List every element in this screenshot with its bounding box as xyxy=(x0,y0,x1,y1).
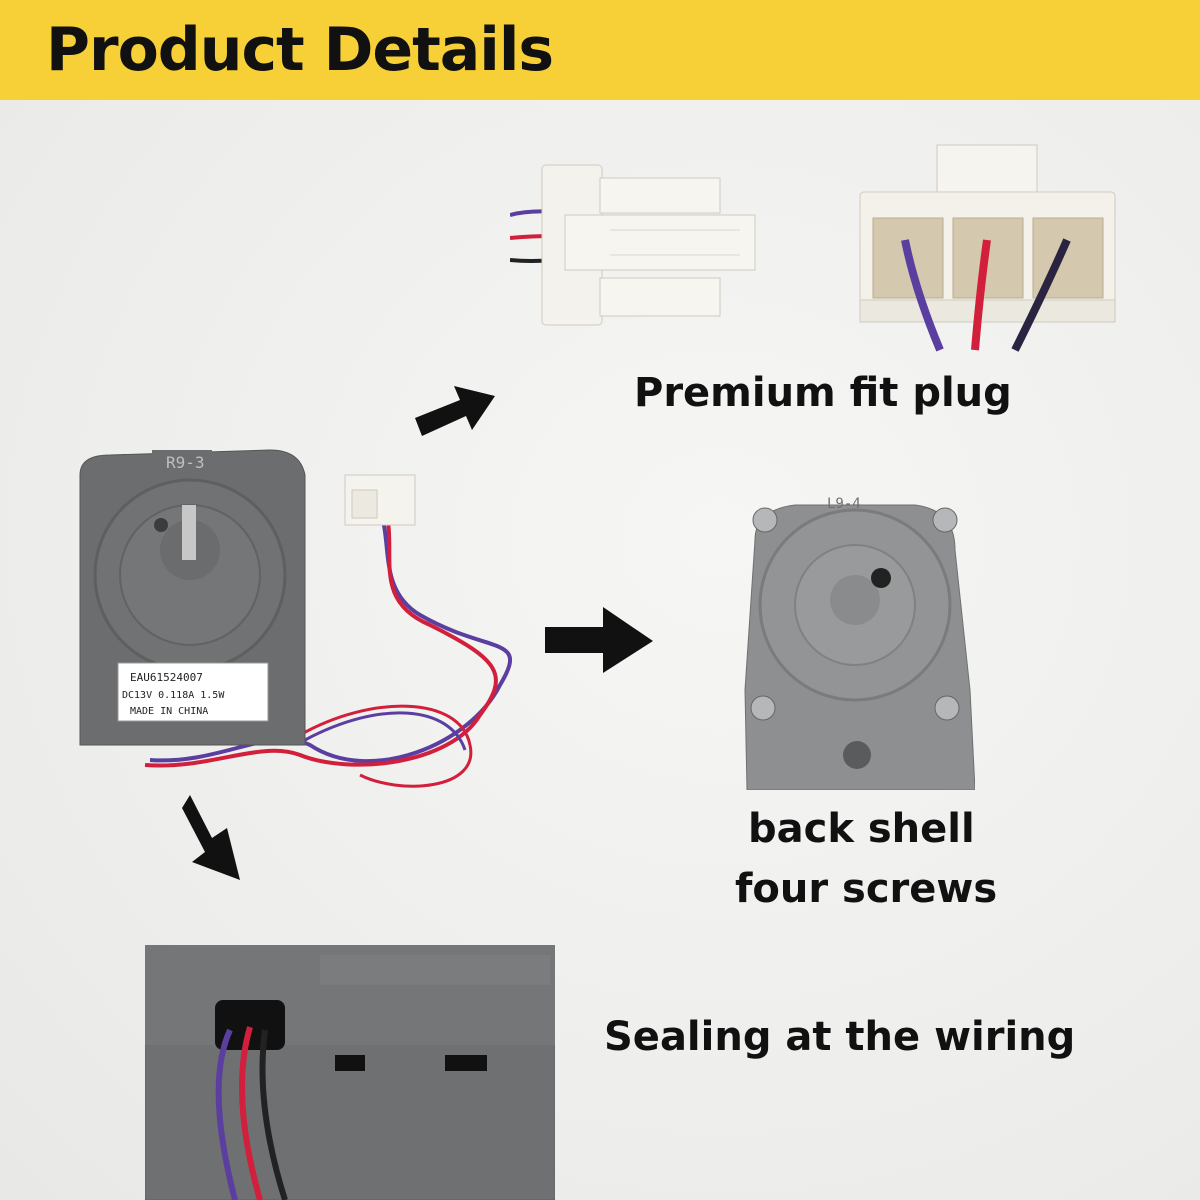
caption-premium-fit-plug: Premium fit plug xyxy=(634,370,1012,416)
header-banner: Product Details xyxy=(0,0,1200,100)
caption-sealing-wiring: Sealing at the wiring xyxy=(604,1014,1076,1060)
page-title: Product Details xyxy=(46,15,554,85)
arrow-down-right-icon xyxy=(182,795,240,880)
arrow-right-icon xyxy=(545,607,653,673)
sealed-wiring-photo xyxy=(145,945,555,1200)
label-origin: MADE IN CHINA xyxy=(130,706,208,717)
label-model: EAU61524007 xyxy=(130,671,203,684)
back-shell-code: L9-4 xyxy=(827,496,861,512)
caption-four-screws: four screws xyxy=(735,866,998,912)
caption-back-shell: back shell xyxy=(748,806,975,852)
connector-front-photo xyxy=(859,144,1116,352)
connector-side-photo xyxy=(510,164,756,326)
arrow-up-right-icon xyxy=(415,386,495,436)
motor-code: R9-3 xyxy=(166,453,205,472)
back-shell-photo: L9-4 xyxy=(744,496,975,790)
label-rating: DC13V 0.118A 1.5W xyxy=(122,690,225,701)
fan-motor-photo: R9-3 EAU61524007 DC13V 0.118A 1.5W MADE … xyxy=(79,449,513,788)
